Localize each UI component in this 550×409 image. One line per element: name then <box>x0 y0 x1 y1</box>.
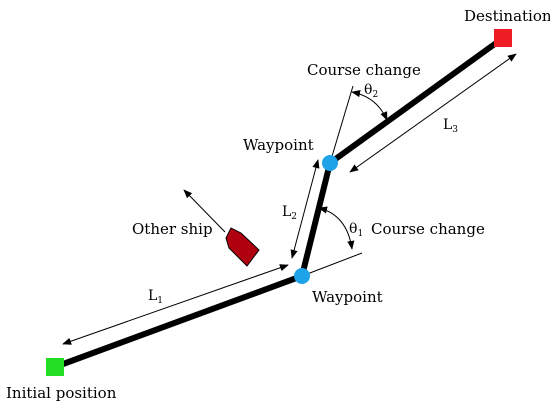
dimension-line-l2 <box>290 159 320 259</box>
dimension-line-l1 <box>62 264 289 345</box>
theta2-label: θ2 <box>364 82 378 100</box>
course-change-label-bottom: Course change <box>371 220 485 238</box>
destination-marker <box>494 29 512 47</box>
waypoint-top-marker <box>322 155 338 171</box>
course-change-label-top: Course change <box>307 61 421 79</box>
destination-label: Destination <box>464 7 550 25</box>
l2-label: L2 <box>282 204 297 222</box>
other-ship-label: Other ship <box>132 220 213 238</box>
initial-position-label: Initial position <box>6 384 117 402</box>
l1-label: L1 <box>148 288 163 306</box>
reference-line-bottom <box>301 252 363 277</box>
ship-heading-arrow <box>183 189 226 233</box>
waypoint-label-bottom: Waypoint <box>312 288 383 306</box>
angle-arc-theta1 <box>318 206 355 250</box>
l3-label: L3 <box>443 117 458 135</box>
initial-position-marker <box>46 358 64 376</box>
dimension-line-l3 <box>349 53 517 173</box>
waypoint-bottom-marker <box>294 268 310 284</box>
route-path <box>53 35 505 370</box>
ship-icon <box>225 227 260 267</box>
theta1-label: θ1 <box>349 221 363 239</box>
waypoint-label-top: Waypoint <box>243 136 314 154</box>
reference-line-top <box>329 85 354 164</box>
angle-arc-theta2 <box>351 90 388 121</box>
